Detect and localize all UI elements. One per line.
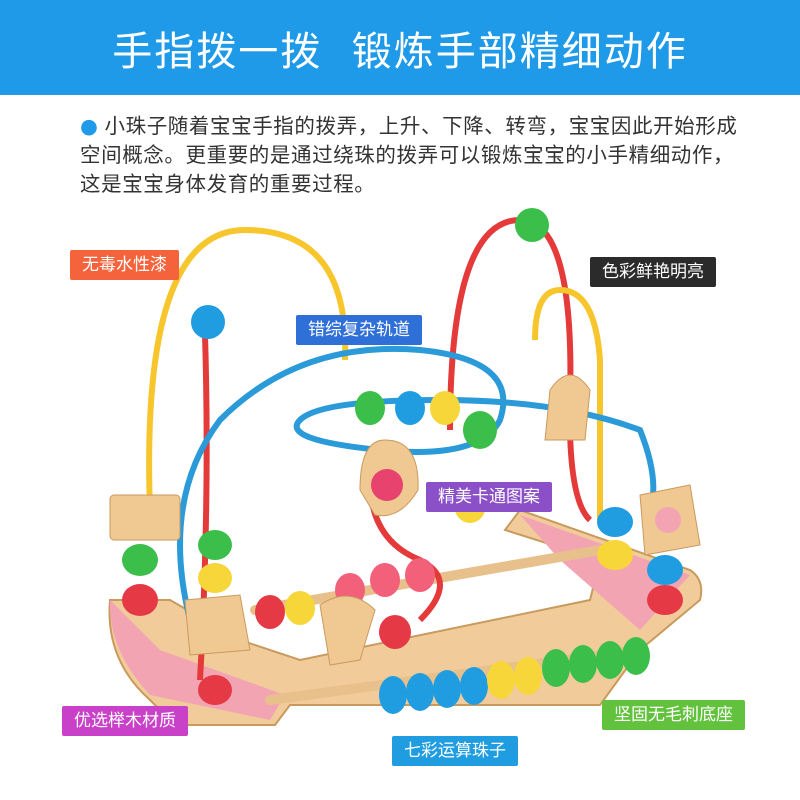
abacus-bead-blue <box>379 676 407 714</box>
bullet-dot-icon: ● <box>80 114 99 138</box>
abacus-bead-blue <box>406 673 434 711</box>
abacus-bead-green <box>622 637 650 675</box>
wooden-block <box>109 494 181 541</box>
red-bead <box>379 615 411 649</box>
green-bead <box>122 544 158 576</box>
description-text: 小珠子随着宝宝手指的拨弄，上升、下降、转弯，宝宝因此开始形成空间概念。更重要的是… <box>80 114 738 196</box>
pink-bead <box>370 563 400 597</box>
lollipop-icon <box>371 469 403 501</box>
label-cartoon-patterns: 精美卡通图案 <box>426 482 552 512</box>
description-paragraph: ●小珠子随着宝宝手指的拨弄，上升、下降、转弯，宝宝因此开始形成空间概念。更重要的… <box>80 112 750 199</box>
banner-title: 手指拨一拨 锻炼手部精细动作 <box>112 28 688 75</box>
label-complex-tracks: 错综复杂轨道 <box>296 315 422 345</box>
abacus-bead-yellow <box>487 661 515 699</box>
green-bead <box>515 208 549 242</box>
red-bead <box>647 585 683 615</box>
blue-bead <box>647 555 683 585</box>
abacus-bead-green <box>569 645 597 683</box>
yellow-bead <box>285 591 315 625</box>
abacus-bead-green <box>542 649 570 687</box>
icecream-block <box>184 594 251 656</box>
label-beech-wood: 优选榉木材质 <box>62 706 188 736</box>
label-bright-colors: 色彩鲜艳明亮 <box>590 257 716 287</box>
pink-bead <box>405 558 435 592</box>
label-sturdy-base: 坚固无毛刺底座 <box>602 700 745 730</box>
blue-bead <box>597 507 633 537</box>
yellow-wire-right <box>532 286 603 520</box>
green-bead <box>355 391 385 425</box>
red-bead <box>198 675 232 705</box>
cake-block <box>544 374 591 441</box>
cake-icon <box>655 507 681 533</box>
red-wire-right <box>447 216 593 523</box>
header-banner: 手指拨一拨 锻炼手部精细动作 <box>0 0 800 95</box>
green-bead <box>198 530 232 560</box>
yellow-bead <box>198 563 232 593</box>
abacus-bead-blue <box>460 667 488 705</box>
label-nontoxic-paint: 无毒水性漆 <box>70 250 179 280</box>
label-rainbow-beads: 七彩运算珠子 <box>392 736 518 766</box>
abacus-bead-yellow <box>514 657 542 695</box>
yellow-wire <box>146 226 349 511</box>
abacus-bead-green <box>596 641 624 679</box>
red-bead <box>255 595 285 629</box>
yellow-bead <box>597 540 633 570</box>
red-bead <box>122 584 158 616</box>
blue-bead <box>395 391 425 425</box>
yellow-bead <box>430 391 460 425</box>
bead-maze-toy-photo <box>108 208 703 726</box>
pink-base-left <box>109 600 285 720</box>
abacus-bead-blue <box>433 670 461 708</box>
candy-block <box>319 595 376 666</box>
blue-bead <box>191 305 225 339</box>
green-bead <box>463 411 497 449</box>
